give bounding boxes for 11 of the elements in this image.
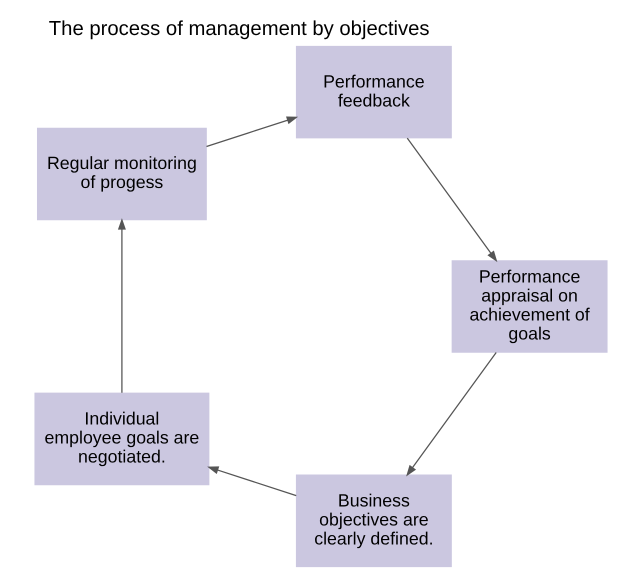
node-box: Performance feedback	[296, 46, 452, 138]
arrow	[206, 116, 298, 148]
arrow	[118, 218, 126, 393]
node-box: Business objectives are clearly defined.	[296, 474, 452, 568]
node-box: Performance appraisal on achievement of goals	[452, 260, 608, 353]
node-box: Individual employee goals are negotiated.	[34, 392, 210, 486]
arrow	[406, 138, 498, 262]
arrow	[207, 466, 296, 496]
node-box: Regular monitoring of progess	[36, 128, 207, 220]
arrow	[406, 352, 497, 476]
diagram-title: The process of management by objectives	[48, 18, 430, 40]
